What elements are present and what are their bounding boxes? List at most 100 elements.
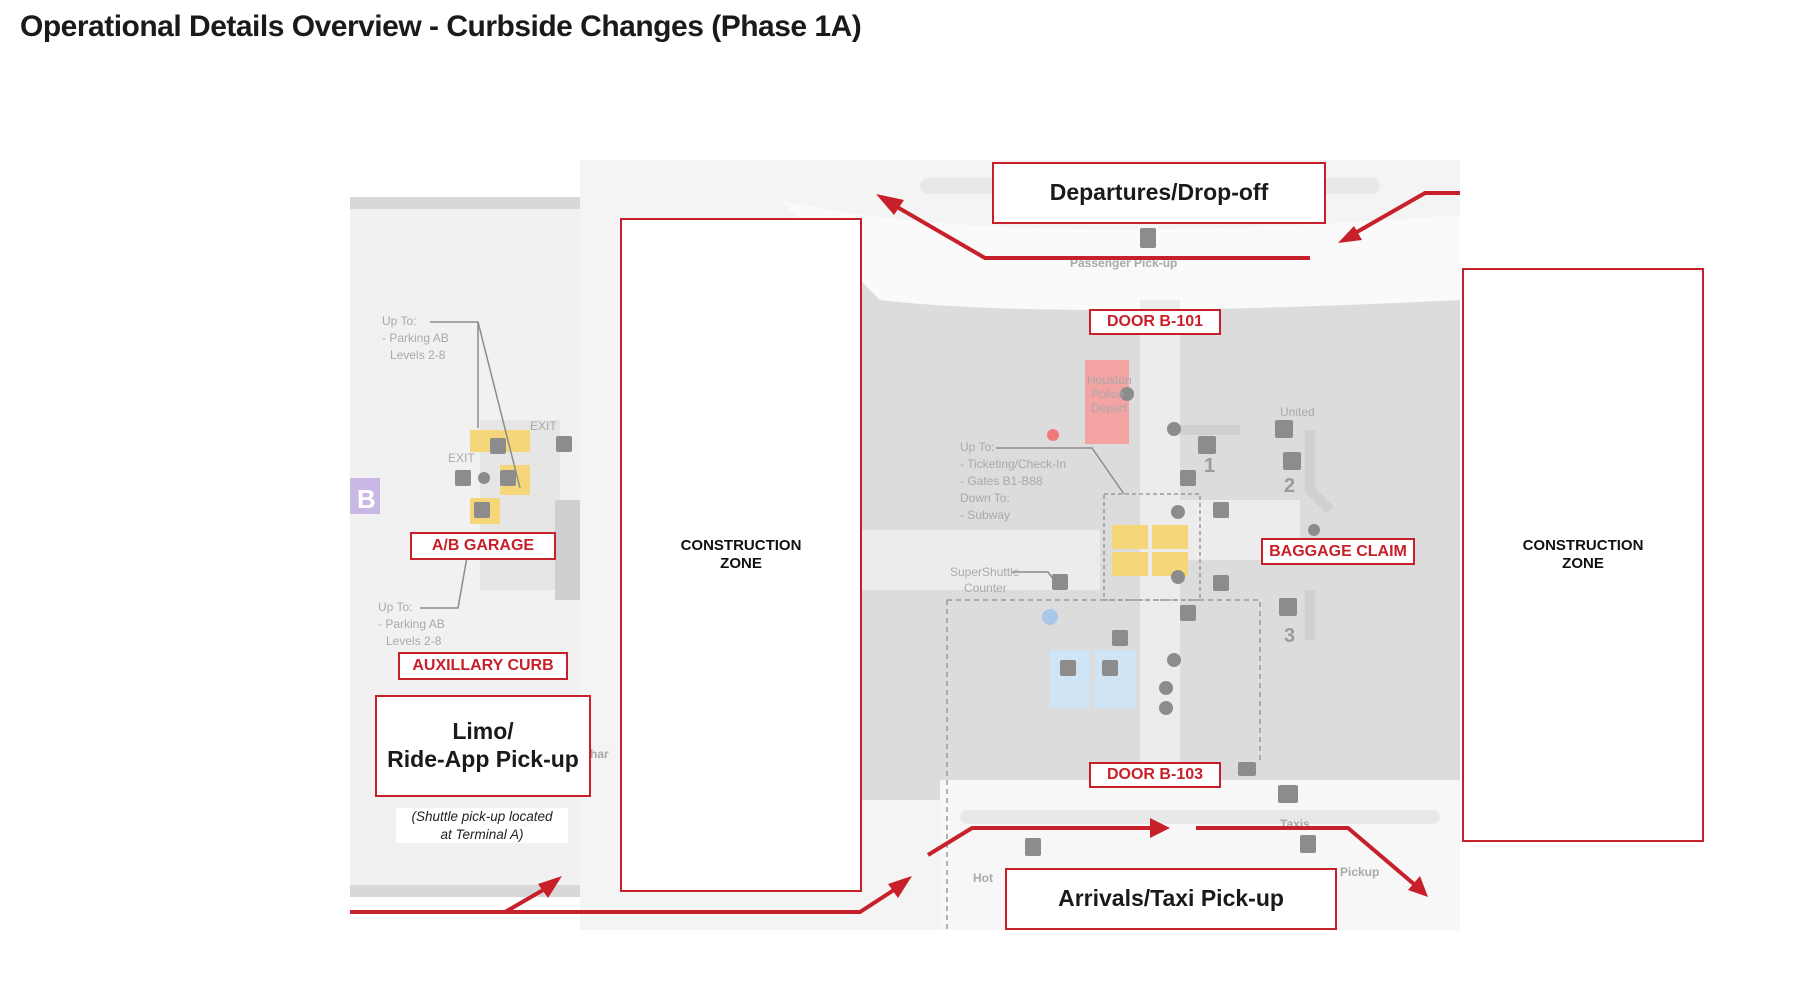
carousel-number: 2 [1284, 475, 1295, 497]
police-text: Depart [1091, 401, 1128, 415]
ticketing-text: - Subway [960, 508, 1010, 522]
arrow-icon [538, 876, 562, 898]
construction-zone-label: ZONE [720, 555, 762, 572]
terminal-b-marker [350, 478, 380, 514]
departures-callout: Departures/Drop-off [992, 162, 1326, 224]
parking-icon [455, 470, 471, 486]
ticketing-text: Up To: [960, 440, 994, 454]
ticketing-text: Down To: [960, 491, 1010, 505]
info-circle-icon [478, 472, 490, 484]
door-b103-label: DOOR B-103 [1089, 762, 1221, 788]
atm-icon [1213, 502, 1229, 518]
garage-text: Up To: [378, 600, 412, 614]
escalator-icon [474, 502, 490, 518]
clock-icon [1171, 570, 1185, 584]
restroom-icon [1060, 660, 1076, 676]
restroom-men [1050, 650, 1090, 708]
restroom-women [1095, 650, 1135, 708]
garage-text: Levels 2-8 [386, 634, 442, 648]
carousel-2 [1305, 430, 1334, 514]
baggage-icon [1198, 436, 1216, 454]
pickup-text: Pickup [1340, 865, 1379, 879]
page-title: Operational Details Overview - Curbside … [20, 10, 862, 43]
construction-zone-label: CONSTRUCTION [680, 537, 802, 554]
baggage-icon [556, 436, 572, 452]
flow-arrowheads [538, 194, 1428, 898]
garage-inbound-line [503, 884, 552, 914]
departures-flow-line [883, 198, 1310, 260]
shuttle-note-line: (Shuttle pick-up located [411, 809, 553, 824]
shuttle-counter-text: SuperShuttle [950, 565, 1020, 579]
bottom-island [960, 810, 1440, 824]
pickup-icon [1300, 835, 1316, 853]
exit-text: EXIT [448, 451, 475, 465]
elevator-icon [1052, 574, 1068, 590]
garage-text: - Parking AB [378, 617, 445, 631]
police-text: Police [1091, 387, 1124, 401]
shuttle-text: har [590, 747, 609, 761]
departures-inbound-line [1349, 191, 1460, 238]
arrivals-flow-line [926, 826, 1160, 857]
garage-text: Levels 2-8 [390, 348, 446, 362]
garage-text: - Parking AB [382, 331, 449, 345]
elevator-icon [490, 438, 506, 454]
construction-zone-label: ZONE [1562, 555, 1604, 572]
garage-text: Up To: [382, 314, 416, 328]
limo-pickup-callout: Limo/Ride-App Pick-up [375, 695, 591, 797]
arrivals-inbound-line [350, 884, 902, 914]
limo-label-line: Ride-App Pick-up [387, 746, 579, 772]
exit-text: EXIT [530, 419, 557, 433]
garage-wall-bottom [350, 885, 620, 897]
hotel-icon [1025, 838, 1041, 856]
atm-icon [1180, 470, 1196, 486]
restroom-icon [1102, 660, 1118, 676]
garage-wall-top [350, 197, 620, 209]
arrow-icon [1150, 818, 1170, 838]
united-text: United [1280, 405, 1315, 419]
baggage-icon [1279, 598, 1297, 616]
clock-icon [1171, 505, 1185, 519]
top-curb-road [780, 200, 1460, 310]
hotel-text: Hot [973, 871, 993, 885]
baggage-icon [1275, 420, 1293, 438]
ticketing-text: - Gates B1-B88 [960, 474, 1043, 488]
elevator-icon [500, 470, 516, 486]
construction-zone-label: CONSTRUCTION [1522, 537, 1644, 554]
carousel-number: 1 [1204, 455, 1215, 477]
shuttle-note: (Shuttle pick-up located at Terminal A) [396, 808, 568, 844]
terminal-letter: B [357, 484, 376, 514]
leader-line-shuttle [1012, 571, 1055, 581]
arrow-icon [888, 876, 912, 898]
shuttle-counter-text: Counter [964, 581, 1007, 595]
arrow-icon [876, 194, 904, 215]
traffic-flow [350, 191, 1460, 914]
limo-label-line: Limo/ [452, 718, 514, 745]
ab-garage-label: A/B GARAGE [410, 532, 556, 560]
map-icons [455, 228, 1320, 856]
taxi-icon [1278, 785, 1298, 803]
clock-icon [1308, 524, 1320, 536]
leader-line-parking-lower [420, 539, 471, 609]
carousel-number: 3 [1284, 625, 1295, 647]
atm-icon [1213, 575, 1229, 591]
info-circle-icon [1167, 422, 1181, 436]
atm-icon [1180, 605, 1196, 621]
phone-icon [1120, 387, 1134, 401]
accessibility-icon [1159, 701, 1173, 715]
police-text: Houston [1087, 373, 1132, 387]
info-circle-icon [1042, 609, 1058, 625]
info-icon [1112, 630, 1128, 646]
police-office [1085, 360, 1129, 444]
leader-line-ticketing [996, 447, 1125, 495]
escalator-block [1152, 525, 1188, 549]
shuttle-icon [1238, 762, 1256, 776]
arrivals-callout: Arrivals/Taxi Pick-up [1005, 868, 1337, 930]
escalator-block [1112, 552, 1148, 576]
baggage-claim-label: BAGGAGE CLAIM [1261, 538, 1415, 565]
escalator-bank-outline [1103, 493, 1201, 601]
passenger-icon [1140, 228, 1156, 248]
escalator-block [1112, 525, 1148, 549]
info-circle-icon [1167, 653, 1181, 667]
